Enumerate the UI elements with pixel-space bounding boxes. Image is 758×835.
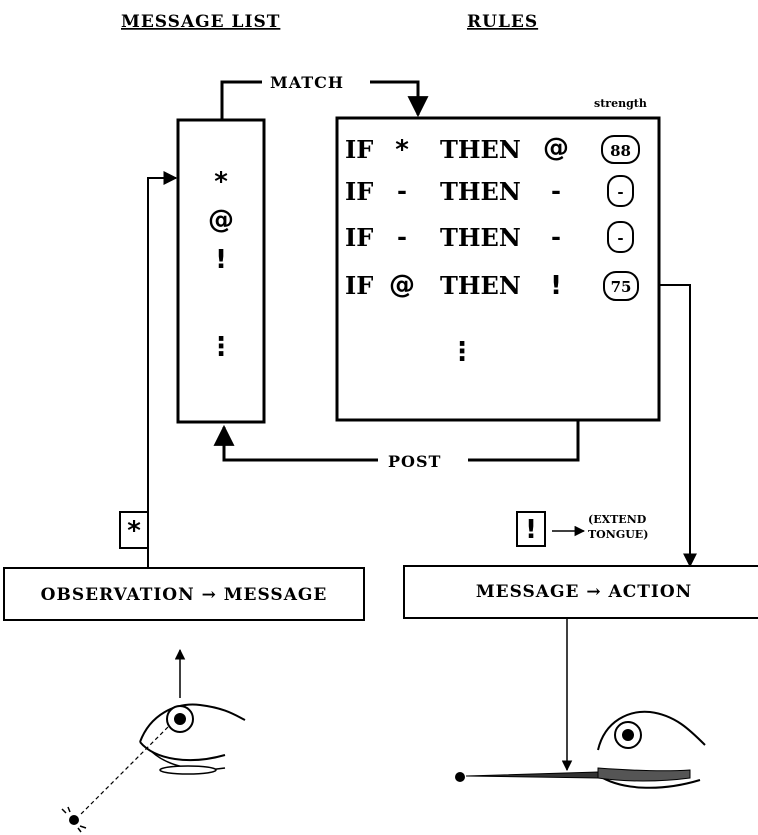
rules-more: ⋮ <box>449 337 475 367</box>
strength-value: - <box>617 183 623 201</box>
observation-to-message-label: OBSERVATION → MESSAGE <box>41 585 328 605</box>
svg-text:IF: IF <box>345 177 373 206</box>
rule-action: ! <box>550 271 562 301</box>
svg-text:IF: IF <box>345 271 373 300</box>
input-token: * <box>127 516 141 546</box>
strength-value: - <box>617 229 623 247</box>
strength-value: 75 <box>611 278 632 296</box>
message-item-bang: ! <box>215 245 227 275</box>
svg-text:THEN: THEN <box>440 177 521 206</box>
svg-text:THEN: THEN <box>440 135 521 164</box>
rule-condition: * <box>395 135 409 165</box>
frog-acting-illustration <box>448 712 705 788</box>
message-to-action-label: MESSAGE → ACTION <box>476 582 692 602</box>
rule-condition: - <box>397 176 407 205</box>
rule-condition: - <box>397 222 407 251</box>
rule-action: - <box>551 176 561 205</box>
match-connector: MATCH <box>222 73 418 120</box>
message-item-star: * <box>214 167 228 197</box>
match-label: MATCH <box>270 73 344 92</box>
rules-header: RULES <box>467 12 538 32</box>
strength-value: 88 <box>610 142 631 160</box>
message-item-more: ⋮ <box>208 332 234 362</box>
post-label: POST <box>388 452 441 471</box>
extend-label-line2: TONGUE) <box>588 528 648 541</box>
rule-condition: @ <box>389 270 415 300</box>
input-arrow <box>148 178 176 568</box>
post-connector: POST <box>224 420 578 471</box>
output-arrow <box>659 285 690 566</box>
fly-icon <box>62 807 86 832</box>
svg-text:IF: IF <box>345 223 373 252</box>
svg-text:THEN: THEN <box>440 271 521 300</box>
rule-action: - <box>551 222 561 251</box>
message-list-header: MESSAGE LIST <box>121 12 280 32</box>
output-token: ! <box>525 515 537 545</box>
extend-label-line1: (EXTEND <box>588 513 647 526</box>
svg-text:IF: IF <box>345 135 373 164</box>
frog-observing-illustration <box>62 705 245 832</box>
fly-icon <box>448 764 472 785</box>
svg-text:THEN: THEN <box>440 223 521 252</box>
rule-action: @ <box>543 133 569 163</box>
message-item-at: @ <box>208 205 234 235</box>
strength-label: strength <box>594 97 647 110</box>
